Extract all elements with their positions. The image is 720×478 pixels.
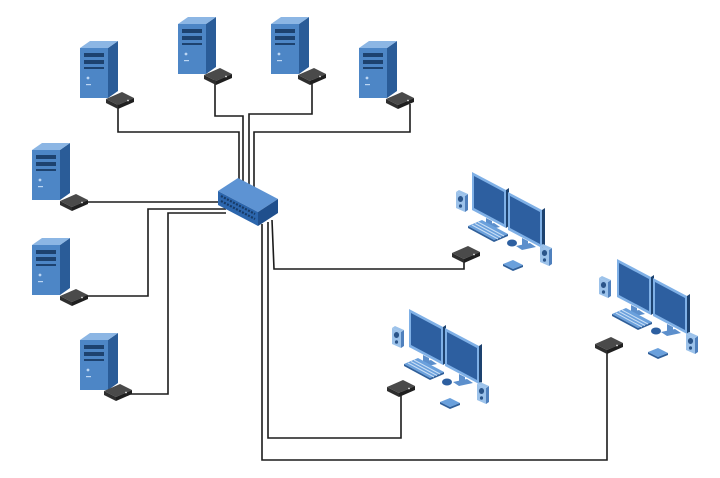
server-2[interactable]	[178, 17, 232, 85]
cable-layer	[84, 80, 608, 461]
extender-icon	[595, 337, 623, 354]
monitor-icon	[409, 309, 446, 367]
monitor-icon	[445, 328, 482, 386]
workstation-1[interactable]	[452, 172, 552, 271]
cable-server-6	[84, 208, 226, 297]
cable-server-7	[130, 212, 226, 395]
monitor-icon	[653, 278, 690, 336]
speaker-icon	[477, 382, 489, 404]
cable-workstation-1	[271, 219, 465, 270]
mouse-icon	[651, 327, 661, 335]
cable-server-1	[117, 104, 240, 188]
usb-device-icon	[440, 398, 460, 409]
tower-server-icon	[271, 17, 309, 74]
tower-server-icon	[359, 41, 397, 98]
server-7[interactable]	[80, 333, 132, 401]
network-switch[interactable]	[218, 178, 278, 226]
workstation-3[interactable]	[595, 259, 698, 359]
speaker-icon	[599, 276, 611, 298]
cable-workstation-3	[261, 224, 608, 461]
server-6[interactable]	[32, 238, 88, 306]
extender-icon	[452, 246, 480, 263]
server-4[interactable]	[359, 41, 414, 109]
speaker-icon	[456, 190, 468, 212]
speaker-icon	[540, 244, 552, 266]
monitor-icon	[472, 172, 509, 230]
extender-icon	[387, 380, 415, 397]
switch-ports	[220, 195, 256, 220]
tower-server-icon	[32, 143, 70, 200]
mouse-icon	[442, 378, 452, 386]
tower-server-icon	[178, 17, 216, 74]
usb-device-icon	[503, 260, 523, 271]
server-5[interactable]	[32, 143, 88, 211]
usb-device-icon	[648, 348, 668, 359]
server-1[interactable]	[80, 41, 134, 109]
speaker-icon	[392, 326, 404, 348]
monitor-icon	[617, 259, 654, 317]
cable-workstation-2	[267, 222, 402, 439]
mouse-icon	[507, 239, 517, 247]
server-3[interactable]	[271, 17, 326, 85]
workstation-2[interactable]	[387, 309, 489, 409]
tower-server-icon	[32, 238, 70, 295]
cable-server-3	[248, 80, 313, 186]
tower-server-icon	[80, 41, 118, 98]
cable-server-2	[214, 80, 244, 186]
tower-server-icon	[80, 333, 118, 390]
cable-server-4	[253, 104, 411, 188]
speaker-icon	[686, 332, 698, 354]
